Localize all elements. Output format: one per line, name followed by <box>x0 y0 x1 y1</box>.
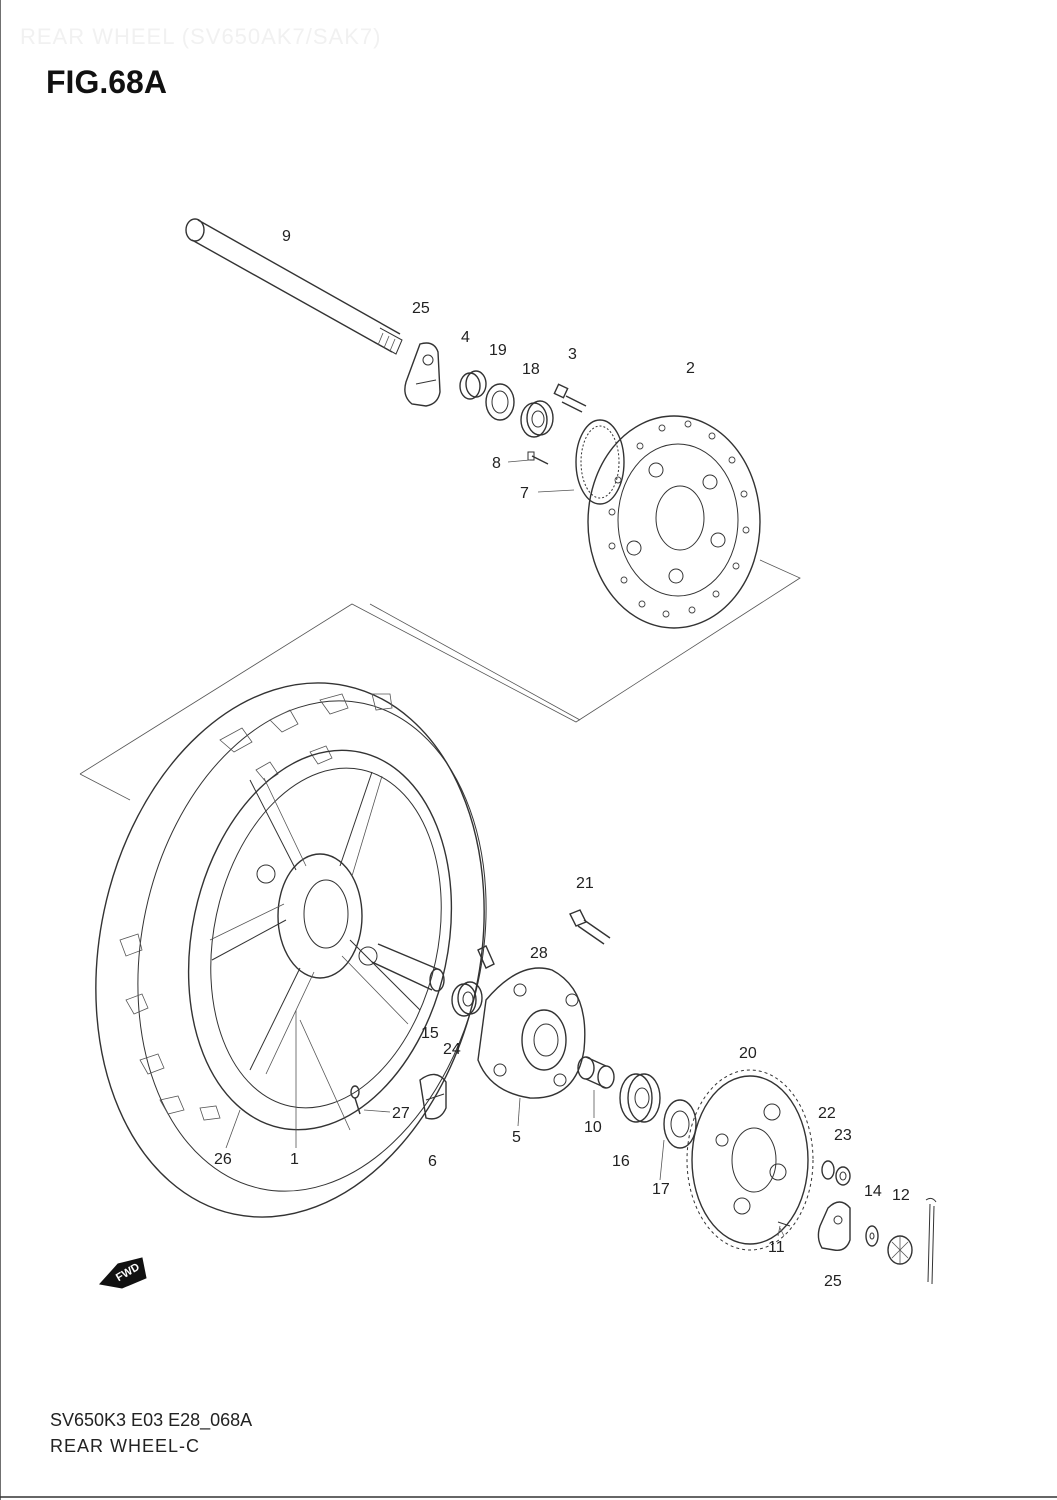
callout-5: 5 <box>512 1129 521 1146</box>
drawing-code: SV650K3 E03 E28_068A <box>50 1410 253 1430</box>
bolt-part-21 <box>569 909 611 945</box>
callout-15: 15 <box>421 1025 439 1042</box>
bearing-part-16 <box>619 1073 661 1123</box>
disc-bolt-part-3 <box>553 383 587 413</box>
brake-disc-part-2 <box>587 415 761 629</box>
callout-7: 7 <box>520 485 529 502</box>
callout-21: 21 <box>576 875 594 892</box>
callout-17: 17 <box>652 1181 670 1198</box>
balancer-weight-part-6 <box>419 1073 447 1120</box>
rear-wheel-part-1 <box>187 749 453 1131</box>
axle-part-9 <box>185 218 403 355</box>
tire-part-26 <box>95 682 487 1218</box>
damper-part-28 <box>477 945 495 969</box>
callout-11: 11 <box>768 1239 785 1256</box>
figure-title: FIG.68A <box>46 64 167 100</box>
callout-6: 6 <box>428 1153 437 1170</box>
callout-24: 24 <box>443 1041 461 1058</box>
air-valve-part-27 <box>350 1085 391 1115</box>
rear-sprocket-part-20 <box>686 1069 814 1251</box>
callout-14: 14 <box>864 1183 882 1200</box>
nut-part-23 <box>835 1166 851 1186</box>
spacer-part-4 <box>459 370 487 400</box>
callout-9: 9 <box>282 228 291 245</box>
callout-16: 16 <box>612 1153 630 1170</box>
callout-19: 19 <box>489 342 507 359</box>
leader-lines <box>225 459 781 1237</box>
callout-1: 1 <box>290 1151 299 1168</box>
callout-8: 8 <box>492 455 501 472</box>
axle-nut-part-12 <box>887 1235 913 1265</box>
sprocket-hub-part-5 <box>477 967 586 1099</box>
screw-part-8 <box>527 451 549 465</box>
drawing-name: REAR WHEEL-C <box>50 1436 201 1456</box>
callout-18: 18 <box>522 361 540 378</box>
cotter-pin <box>925 1197 937 1285</box>
washer-part-14 <box>865 1225 879 1247</box>
assembly-plane-outline <box>79 559 801 801</box>
bearing-part-18 <box>520 400 554 438</box>
bearing-part-24 <box>451 981 483 1017</box>
callout-25-lower: 25 <box>824 1273 842 1290</box>
chain-adjuster-part-25-lower <box>817 1201 851 1251</box>
callout-12: 12 <box>892 1187 910 1204</box>
oil-seal-part-17 <box>663 1099 697 1149</box>
callout-labels: 9 25 4 19 18 3 2 8 7 21 28 15 24 20 27 5… <box>214 228 910 1290</box>
collar-part-15 <box>371 943 445 992</box>
chain-adjuster-part-25-upper <box>404 342 441 407</box>
callout-3: 3 <box>568 346 577 363</box>
callout-23: 23 <box>834 1127 852 1144</box>
callout-27: 27 <box>392 1105 410 1122</box>
callout-10: 10 <box>584 1119 602 1136</box>
callout-28: 28 <box>530 945 548 962</box>
washer-part-22 <box>821 1160 835 1180</box>
callout-2: 2 <box>686 360 695 377</box>
callout-22: 22 <box>818 1105 836 1122</box>
spacer-part-10 <box>577 1056 615 1089</box>
stud-part-11 <box>777 1221 791 1237</box>
callout-26: 26 <box>214 1151 232 1168</box>
sensor-rotor-part-7 <box>575 419 625 505</box>
section-title: REAR WHEEL (SV650AK7/SAK7) <box>20 24 382 49</box>
callout-20: 20 <box>739 1045 757 1062</box>
oil-seal-part-19 <box>485 383 515 421</box>
callout-25-upper: 25 <box>412 300 430 317</box>
callout-4: 4 <box>461 329 470 346</box>
forward-direction-badge: FWD <box>99 1257 147 1289</box>
